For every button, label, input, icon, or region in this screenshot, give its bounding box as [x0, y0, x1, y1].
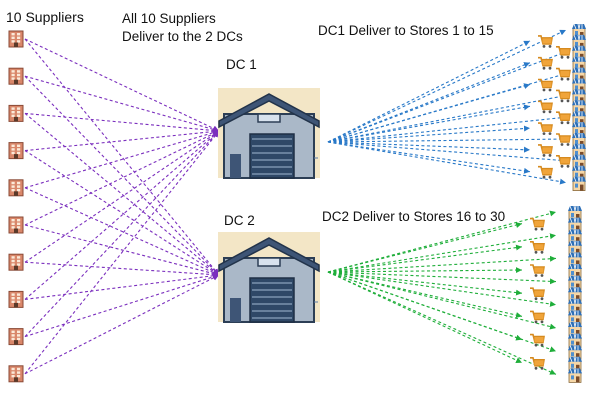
flow-link — [327, 271, 523, 341]
supplier-building-icon — [8, 104, 24, 122]
store-icon — [568, 252, 582, 267]
supplier-building-icon — [8, 290, 24, 308]
all-suppliers-label-line1: All 10 Suppliers — [122, 11, 216, 26]
flow-link — [24, 130, 220, 263]
flow-link — [327, 271, 557, 330]
flow-link — [24, 261, 220, 278]
store-cart-icon — [530, 356, 545, 370]
supplier-building-icon — [8, 216, 24, 234]
dc1-warehouse-icon — [218, 88, 320, 179]
supplier-building-icon — [8, 328, 24, 346]
flow-link — [24, 112, 220, 134]
flow-link — [327, 114, 567, 143]
store-icon — [568, 368, 582, 383]
flow-link — [24, 38, 220, 132]
flow-link — [327, 271, 523, 364]
store-icon — [568, 217, 582, 233]
flow-link — [327, 267, 523, 274]
flow-link — [327, 93, 567, 143]
flow-link — [327, 104, 531, 143]
dc2-label: DC 2 — [224, 213, 255, 228]
flow-link — [327, 271, 523, 296]
store-icon — [572, 67, 586, 82]
dc2-delivery-label: DC2 Deliver to Stores 16 to 30 — [322, 209, 506, 224]
flow-link — [327, 271, 557, 353]
flow-link — [24, 150, 220, 276]
flow-link — [327, 222, 523, 273]
store-cart-icon — [556, 45, 571, 59]
store-icon — [568, 321, 582, 337]
flow-link — [327, 233, 557, 273]
flow-link — [24, 273, 220, 338]
links-layer — [24, 29, 567, 375]
dc2-warehouse-icon — [218, 232, 320, 323]
supplier-building-icon — [8, 30, 24, 48]
store-cart-icon — [530, 264, 545, 277]
flow-link — [327, 141, 531, 153]
suppliers-label: 10 Suppliers — [6, 9, 84, 25]
flow-link — [24, 130, 220, 375]
flow-link — [327, 271, 557, 375]
store-cart-icon — [530, 241, 545, 254]
store-cart-icon — [556, 155, 571, 168]
flow-link — [327, 125, 531, 143]
supplier-building-icon — [8, 179, 24, 197]
flow-link — [327, 51, 567, 143]
flow-link — [327, 244, 523, 273]
supplier-building-icon — [8, 253, 24, 271]
store-cart-icon — [538, 56, 553, 70]
flow-link — [24, 274, 220, 375]
store-cart-icon — [538, 100, 553, 114]
supplier-building-icon — [8, 67, 24, 85]
store-icon — [568, 229, 582, 244]
flow-link — [24, 129, 220, 189]
flow-link — [24, 75, 220, 276]
flow-link — [327, 29, 567, 143]
store-cart-icon — [556, 111, 571, 125]
store-cart-icon — [538, 122, 553, 135]
flow-link — [24, 112, 220, 276]
store-icon — [568, 287, 582, 302]
store-cart-icon — [530, 310, 545, 324]
store-cart-icon — [538, 165, 553, 179]
store-icon — [568, 333, 582, 349]
nodes-layer — [8, 23, 586, 383]
store-cart-icon — [530, 333, 545, 347]
flow-link — [24, 75, 220, 133]
flow-link — [24, 130, 220, 300]
store-cart-icon — [538, 144, 553, 157]
flow-link — [327, 141, 567, 164]
flow-link — [327, 83, 531, 143]
store-icon — [572, 34, 586, 50]
all-suppliers-label-line2: Deliver to the 2 DCs — [122, 29, 243, 44]
store-cart-icon — [538, 35, 553, 48]
store-icon — [568, 356, 582, 372]
store-cart-icon — [538, 78, 553, 92]
supplier-building-icon — [8, 365, 24, 383]
flow-link — [24, 130, 220, 226]
flow-link — [24, 224, 220, 277]
flow-link — [327, 141, 567, 185]
flow-link — [327, 136, 567, 143]
store-cart-icon — [530, 287, 545, 301]
store-cart-icon — [556, 67, 571, 81]
flow-link — [24, 38, 220, 276]
flow-link — [24, 272, 220, 300]
store-cart-icon — [556, 133, 571, 146]
supplier-building-icon — [8, 142, 24, 160]
dc1-delivery-label: DC1 Deliver to Stores 1 to 15 — [318, 23, 494, 38]
store-icon — [572, 176, 586, 192]
store-cart-icon — [530, 217, 545, 231]
dc1-label: DC 1 — [226, 57, 257, 72]
flow-link — [24, 128, 220, 152]
flow-link — [327, 40, 531, 143]
flow-link — [24, 187, 220, 276]
flow-link — [327, 141, 531, 174]
store-icon — [572, 23, 586, 39]
store-cart-icon — [556, 89, 571, 103]
store-icon — [568, 310, 582, 325]
